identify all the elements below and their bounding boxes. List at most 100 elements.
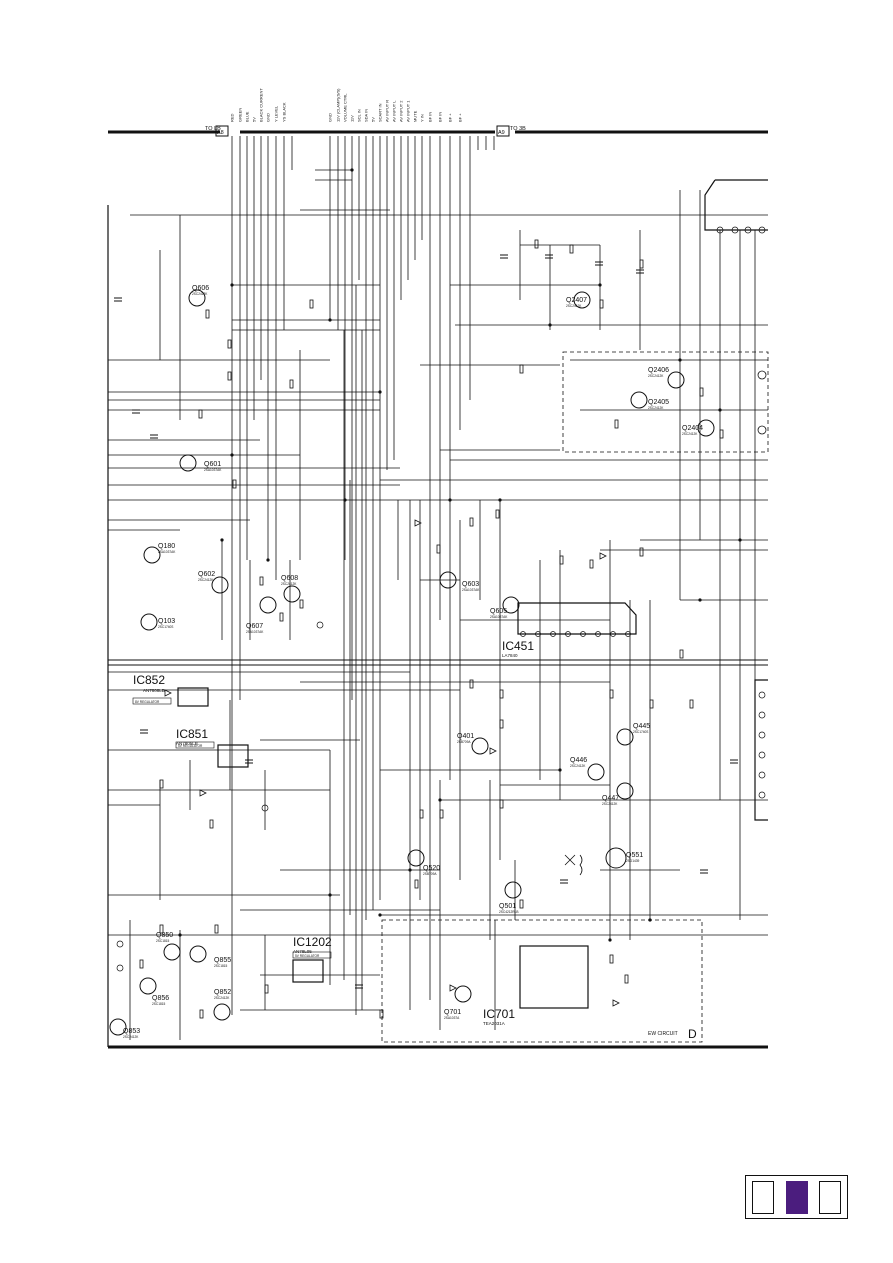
nav-page-current[interactable]: [786, 1181, 808, 1214]
ic-name: IC851: [176, 727, 208, 741]
connector-left-id: A8: [217, 130, 224, 136]
section-note: EW CIRCUIT: [648, 1031, 678, 1037]
transistor-type: 2SA1037A: [444, 1016, 460, 1020]
transistor-name: Q603: [462, 581, 479, 588]
ic-type: LA7840: [502, 653, 518, 658]
transistor-name: Q855: [214, 957, 231, 964]
transistor-name: Q606: [192, 285, 209, 292]
transistor-type: 2SA1037AK: [246, 630, 264, 634]
transistor-type: 2SC2412K: [198, 578, 214, 582]
top-pin-label: 11V (CLAMP)(S/S): [336, 88, 341, 122]
transistor-type: 2SC2412K: [602, 802, 618, 806]
transistor-type: 2SC1740S: [633, 730, 648, 734]
transistor-name: Q850: [156, 932, 173, 939]
top-pin-label: AV INPUT 2: [399, 100, 404, 122]
top-pin-label: SDA IN: [364, 109, 369, 122]
transistor-type: 2SC2412K: [648, 406, 664, 410]
transistor-name: Q701: [444, 1009, 461, 1016]
top-pin-label: BF IN: [428, 112, 433, 122]
top-pin-label: AV INPUT R: [385, 100, 390, 122]
top-pin-label: AV INPUT 1: [406, 100, 411, 122]
page-navigator: [745, 1175, 848, 1219]
transistor-type: 2SC1815: [156, 939, 170, 943]
transistor-name: Q853: [123, 1028, 140, 1035]
ic-note: 5V REGULATOR: [178, 744, 203, 748]
ic-note: 5V REGULATOR: [295, 954, 320, 958]
top-pin-label: Y LEVEL: [274, 105, 279, 122]
transistor-name: Q2407: [566, 297, 587, 304]
nav-page-next[interactable]: [819, 1181, 841, 1214]
top-pin-label: RED: [230, 113, 235, 122]
transistor-name: Q447: [602, 795, 619, 802]
transistor-type: 2SC1815: [214, 964, 228, 968]
top-pin-label: 11V: [350, 115, 355, 122]
top-pin-label: SCL IN: [357, 109, 362, 122]
transistor-type: 2SC2412K: [123, 1035, 139, 1039]
transistor-type: 2SA1037AK: [204, 468, 222, 472]
top-pin-label: BF IN: [438, 112, 443, 122]
transistor-type: 2SC2412K: [281, 582, 297, 586]
transistor-type: 2SA1037AK: [490, 615, 508, 619]
connector-right-dest: TO 3B: [510, 126, 526, 132]
transistor-name: Q501: [499, 903, 516, 910]
transistor-name: Q601: [204, 461, 221, 468]
top-pin-label: BF +: [458, 113, 463, 122]
transistor-type: 2SC2412K: [214, 996, 230, 1000]
transistor-type: 2SC1740S: [158, 625, 173, 629]
transistor-type: 2SC2412K: [682, 432, 698, 436]
transistor-name: Q445: [633, 723, 650, 730]
transistor-name: Q446: [570, 757, 587, 764]
ic-type: AN7808LB: [143, 688, 165, 693]
transistor-type: 2SC2412K: [566, 304, 582, 308]
ic-name: IC451: [502, 639, 534, 653]
ic-type: AN78L05: [293, 949, 312, 954]
top-pin-label: 5V: [371, 117, 376, 122]
top-pin-label: GREEN: [238, 108, 243, 122]
transistor-type: 2SA1037AK: [158, 550, 176, 554]
transistor-type: 2SC2412K: [192, 292, 208, 296]
transistor-type: 2SB709A: [423, 872, 437, 876]
transistor-type: 2SC2412K: [648, 374, 664, 378]
nav-page-prev[interactable]: [752, 1181, 774, 1214]
transistor-name: Q180: [158, 543, 175, 550]
transistor-name: Q520: [423, 865, 440, 872]
top-pin-label: MUTE: [413, 110, 418, 122]
top-pin-label: BF +: [448, 113, 453, 122]
transistor-type: 2SB709A: [457, 740, 471, 744]
transistor-type: 2SC2412K: [570, 764, 586, 768]
ic-type: TEA2031A: [483, 1021, 505, 1026]
transistor-name: Q551: [626, 852, 643, 859]
section-label: D: [688, 1027, 697, 1041]
transistor-name: Q103: [158, 618, 175, 625]
transistor-name: Q602: [198, 571, 215, 578]
top-pin-label: GND: [266, 113, 271, 122]
transistor-labels: Q6062SC2412KQ6012SA1037AKQ1802SA1037AKQ1…: [123, 285, 703, 1039]
ic-type: AN7805LB: [176, 741, 198, 746]
ic-name: IC701: [483, 1007, 515, 1021]
top-pin-label: Y IN: [420, 114, 425, 122]
transistor-name: Q401: [457, 733, 474, 740]
transistor-type: 2SC4212RLB: [499, 910, 519, 914]
connector-right-id: A9: [498, 130, 505, 136]
top-pin-label: BLUE: [245, 111, 250, 122]
transistor-name: Q605: [490, 608, 507, 615]
top-pin-label: BLACK CURRENT: [259, 88, 264, 122]
transistor-name: Q608: [281, 575, 298, 582]
connector-left-dest: TO LB: [205, 126, 221, 132]
transistor-name: Q2405: [648, 399, 669, 406]
top-pin-label: AV INPUT L: [392, 100, 397, 122]
transistor-name: Q856: [152, 995, 169, 1002]
transistor-name: Q2404: [682, 425, 703, 432]
top-pin-label: VOLUME CTRL: [343, 93, 348, 122]
ic-name: IC852: [133, 673, 165, 687]
transistor-type: 2SD1439: [626, 859, 640, 863]
transistor-type: 2SC1815: [152, 1002, 166, 1006]
top-pin-label: SCART IN: [378, 103, 383, 122]
transistor-name: Q2406: [648, 367, 669, 374]
top-pin-label: 5V: [252, 117, 257, 122]
transistor-name: Q607: [246, 623, 263, 630]
ic-name: IC1202: [293, 935, 332, 949]
